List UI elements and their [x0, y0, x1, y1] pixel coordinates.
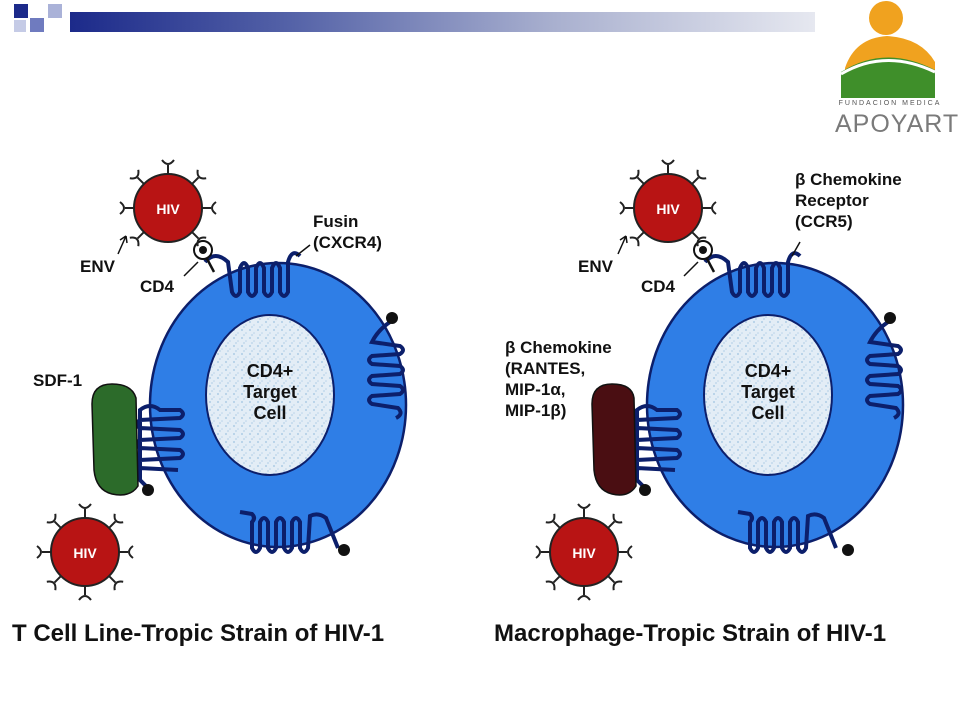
left-env-label: ENV [80, 257, 116, 276]
right-ligand-chemokine [591, 383, 637, 496]
right-env-arrow [617, 235, 627, 255]
right-env-arrowhead [619, 235, 628, 244]
left-receptor-right [367, 320, 405, 420]
left-cd4-label: CD4 [140, 277, 175, 296]
right-cd4-arrow [683, 261, 699, 277]
left-receptor-knob [386, 312, 398, 324]
right-cell-label-3: Cell [751, 403, 784, 423]
left-receptor-top [203, 251, 302, 298]
right-receptor-knob [884, 312, 896, 324]
right-receptor-left [632, 404, 682, 490]
left-env-arrow [117, 235, 127, 255]
title-gradient-band [70, 12, 815, 32]
left-panel: HIV HIV ENV CD4 Fusin (CXCR4) [33, 159, 408, 601]
right-receptor-label-3: (CCR5) [795, 212, 853, 231]
right-receptor-bottom [737, 510, 838, 554]
right-receptor-arrow [791, 241, 801, 257]
left-receptor-label-2: (CXCR4) [313, 233, 382, 252]
title-square-icon [48, 4, 62, 18]
right-nucleus [703, 314, 833, 476]
right-hiv-bottom-label: HIV [572, 545, 596, 561]
right-ligand-label-2: (RANTES, [505, 359, 585, 378]
left-fusin-arrow [295, 244, 311, 257]
left-cd4-arrow [183, 261, 199, 277]
right-receptor-label-2: Receptor [795, 191, 869, 210]
left-receptor-knob [338, 544, 350, 556]
logo-title: APOYARTE [835, 110, 960, 138]
right-env-label: ENV [578, 257, 614, 276]
left-cell-label-3: Cell [253, 403, 286, 423]
logo-figure-icon [840, 1, 936, 98]
right-receptor-right [865, 320, 903, 420]
right-ligand-label-3: MIP-1α, [505, 380, 566, 399]
right-cd4-label: CD4 [641, 277, 676, 296]
right-cell-label-1: CD4+ [745, 361, 792, 381]
right-receptor-knob [842, 544, 854, 556]
left-receptor-knob [142, 484, 154, 496]
title-square-icon [14, 20, 26, 32]
right-hiv-top: HIV [619, 159, 717, 248]
right-receptor-label-1: β Chemokine [795, 170, 902, 189]
left-cd4-dot [199, 246, 207, 254]
left-env-arrowhead [119, 235, 128, 244]
left-ligand-sdf1 [91, 383, 139, 496]
left-hiv-top: HIV [119, 159, 217, 248]
slide-title-bar [0, 0, 815, 40]
right-ligand-label-1: β Chemokine [505, 338, 612, 357]
left-cell-label-1: CD4+ [247, 361, 294, 381]
title-square-icon [30, 18, 44, 32]
right-hiv-top-label: HIV [656, 201, 680, 217]
left-cell-label-2: Target [243, 382, 297, 402]
left-receptor-left [135, 404, 185, 490]
right-cell-label-2: Target [741, 382, 795, 402]
right-hiv-bottom: HIV [535, 503, 633, 601]
left-nucleus [205, 314, 335, 476]
title-square-icon [14, 4, 28, 18]
right-ligand-label-4: MIP-1β) [505, 401, 566, 420]
right-cd4-dot [699, 246, 707, 254]
apoyarte-logo: FUNDACION MEDICA APOYARTE [835, 0, 960, 145]
right-panel: HIV HIV ENV CD4 β Chemokine Receptor (CC… [505, 159, 905, 601]
left-hiv-bottom: HIV [36, 503, 134, 601]
left-caption: T Cell Line-Tropic Strain of HIV-1 [12, 620, 385, 647]
left-ligand-label: SDF-1 [33, 371, 82, 390]
right-caption: Macrophage-Tropic Strain of HIV-1 [494, 620, 887, 647]
right-receptor-knob [639, 484, 651, 496]
left-receptor-label-1: Fusin [313, 212, 358, 231]
left-hiv-top-label: HIV [156, 201, 180, 217]
left-receptor-bottom [239, 510, 340, 554]
right-receptor-top [703, 251, 802, 298]
left-hiv-bottom-label: HIV [73, 545, 97, 561]
logo-subtitle: FUNDACION MEDICA [838, 100, 942, 107]
